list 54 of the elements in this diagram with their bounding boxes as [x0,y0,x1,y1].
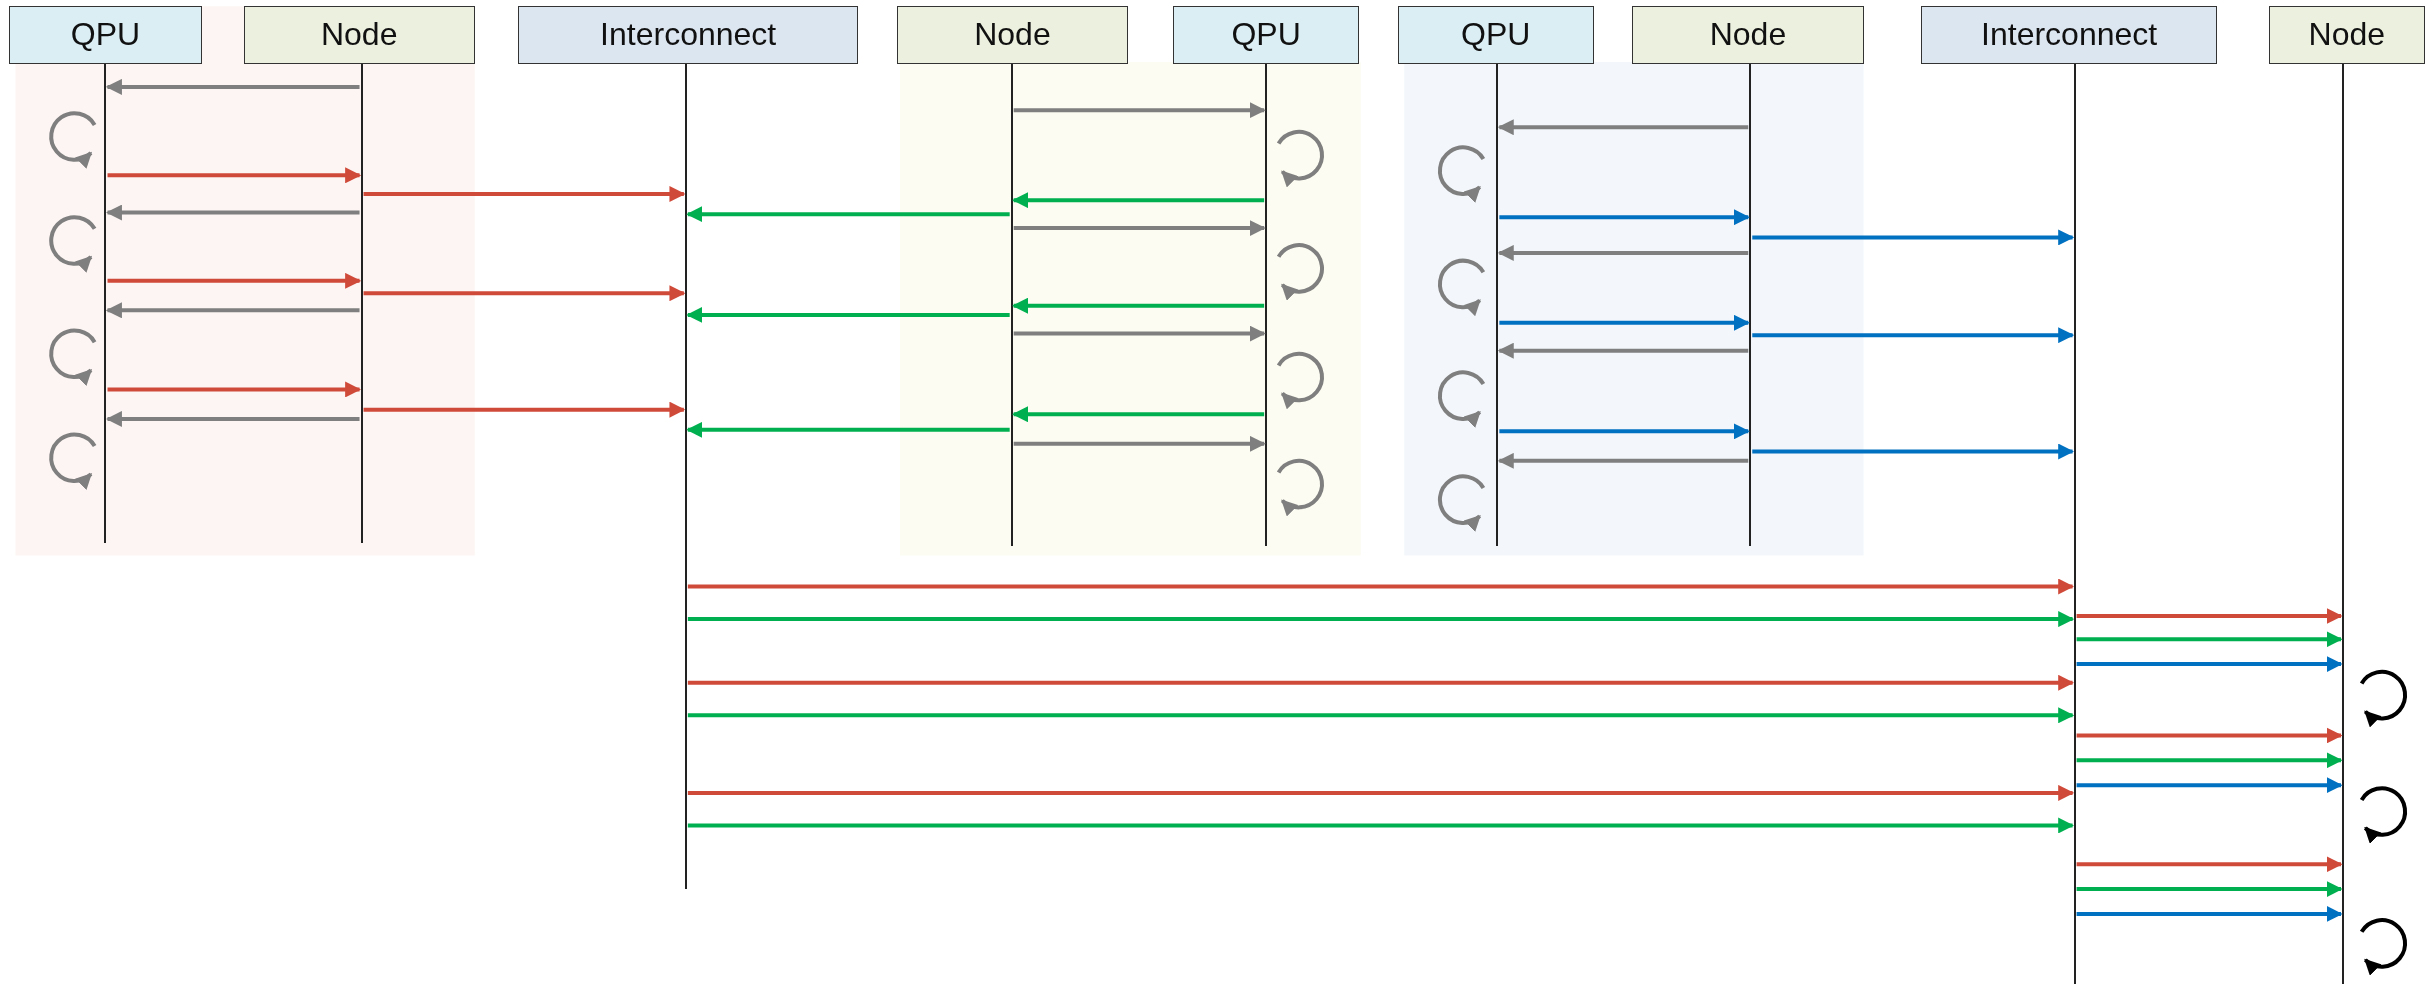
message-arrow [363,185,686,202]
lifeline-header: Node [2268,6,2426,64]
lifeline-header: QPU [1173,6,1360,64]
message-arrow [105,78,360,95]
message-arrow [1497,452,1749,469]
lifeline-header: Node [1632,6,1864,64]
message-arrow [2076,881,2343,898]
message-arrow [1499,314,1750,331]
message-arrow [1012,406,1265,423]
message-arrow [107,272,362,289]
message-arrow [1497,244,1749,261]
message-arrow [686,206,1010,223]
lifeline-header: Interconnect [518,6,859,64]
message-arrow [687,578,2075,595]
message-arrow [1012,297,1265,314]
message-arrow [1013,220,1266,237]
message-arrow [2076,727,2343,744]
message-arrow [2076,656,2343,673]
message-arrow [2076,631,2343,648]
message-arrow [2076,608,2343,624]
message-arrow [687,611,2075,628]
message-arrow [1013,102,1266,119]
message-arrow [1013,435,1266,452]
message-arrow [1499,423,1750,440]
message-arrow [686,421,1010,438]
lifeline-header: QPU [9,6,202,64]
message-arrow [2076,856,2343,873]
message-arrow [2076,905,2343,922]
message-arrow [1752,229,2075,246]
message-arrow [105,302,360,319]
message-arrow [1497,119,1749,136]
message-arrow [107,167,362,184]
message-arrow [687,707,2075,724]
message-arrow [687,674,2075,691]
lifeline-header: Interconnect [1920,6,2218,64]
message-arrow [1013,325,1266,342]
message-arrow [687,817,2075,834]
message-arrow [105,204,360,221]
message-arrow [1012,192,1265,209]
message-arrow [1497,342,1749,359]
message-arrow [363,285,686,302]
lifeline-header: QPU [1398,6,1594,64]
message-arrow [686,307,1010,323]
lifeline-header: Node [243,6,475,64]
message-arrow [1752,327,2075,344]
message-arrow [363,401,686,418]
message-arrow [1499,209,1750,226]
lifeline-header: Node [896,6,1129,64]
message-arrow [687,784,2075,801]
message-arrow [107,381,362,398]
message-arrow [2076,752,2343,769]
message-arrow [1752,443,2075,460]
message-arrow [105,410,360,427]
message-arrow [2076,777,2343,794]
